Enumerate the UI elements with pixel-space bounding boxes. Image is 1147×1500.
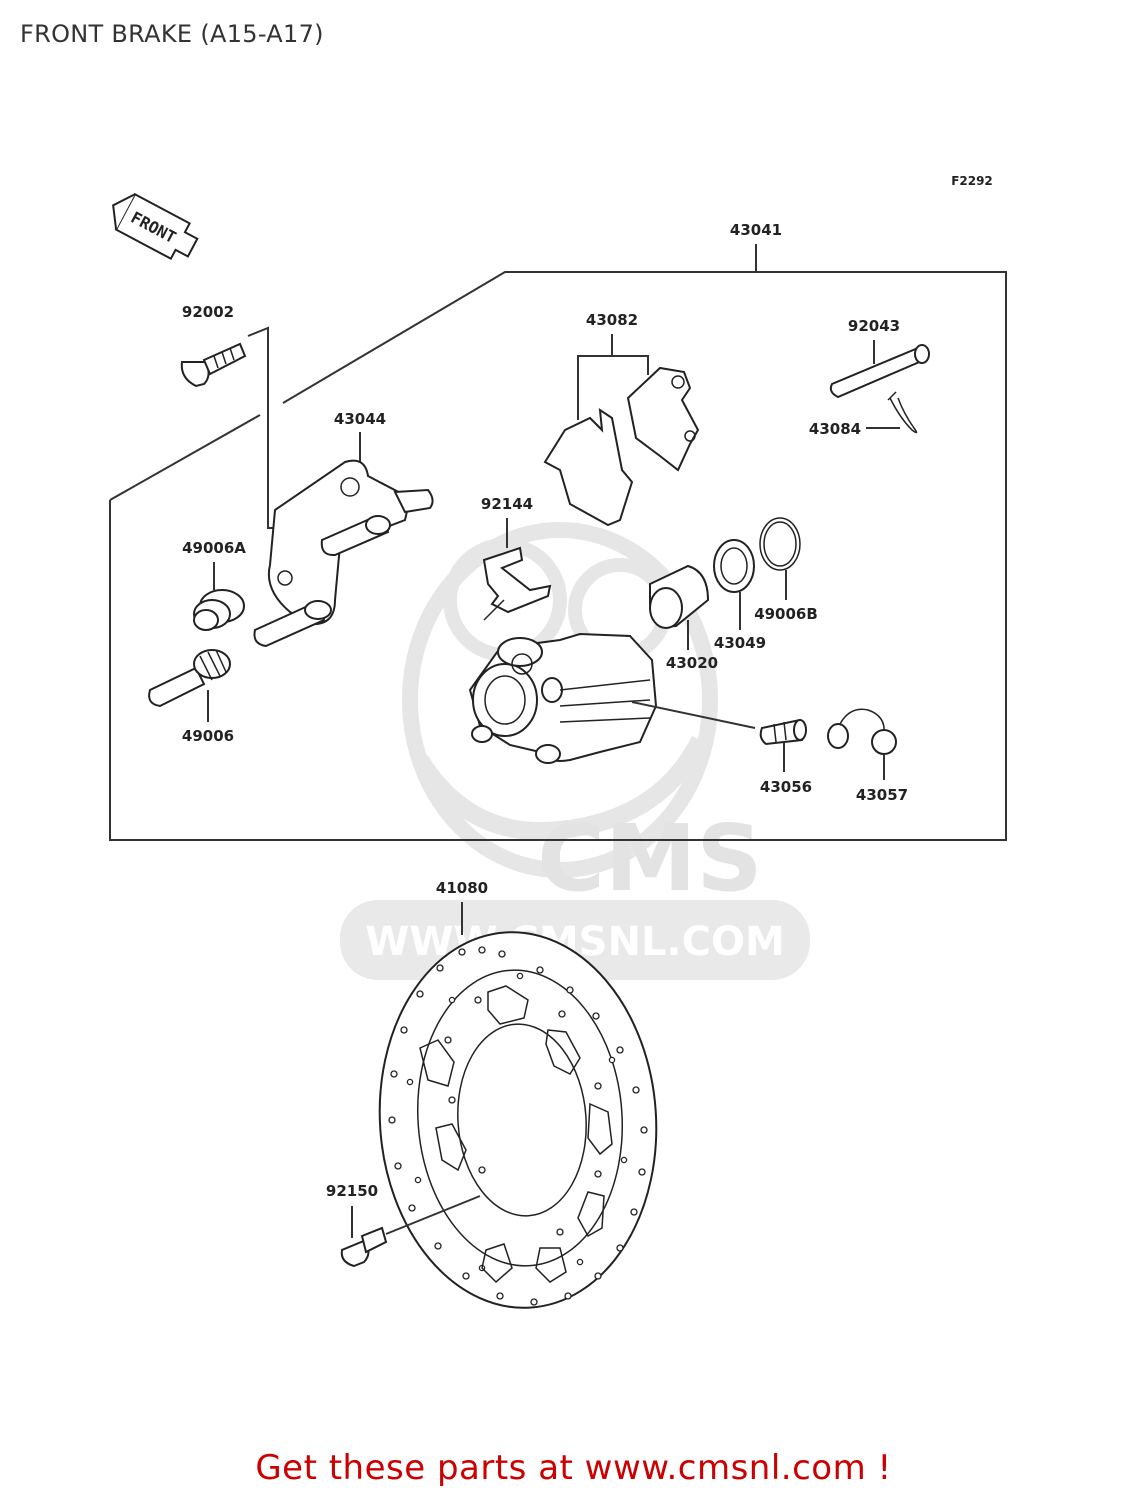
piston-icon xyxy=(649,564,710,629)
pin-icon xyxy=(829,344,930,399)
part-label-49006b: 49006B xyxy=(754,605,818,623)
bleeder-cap-icon xyxy=(827,708,897,755)
caliper-bracket-icon xyxy=(253,459,434,648)
boot-pin-icon xyxy=(148,649,231,708)
bolt-icon xyxy=(180,342,247,388)
promo-banner[interactable]: Get these parts at www.cmsnl.com ! xyxy=(255,1448,892,1488)
brake-pad-icon xyxy=(543,366,700,527)
part-label-43084: 43084 xyxy=(809,420,861,438)
part-label-43082: 43082 xyxy=(586,311,638,329)
dust-boot-icon xyxy=(193,589,245,631)
clip-icon xyxy=(887,391,918,434)
part-label-43020: 43020 xyxy=(666,654,718,672)
part-label-43057: 43057 xyxy=(856,786,908,804)
part-label-43056: 43056 xyxy=(760,778,812,796)
watermark-brand: CMS xyxy=(537,805,762,912)
parts-diagram: CMS WWW.CMSNL.COM F2292 FRONT 43041 9200… xyxy=(109,174,1007,1309)
part-label-92144: 92144 xyxy=(481,495,533,513)
part-label-49006a: 49006A xyxy=(182,539,246,557)
figure-code: F2292 xyxy=(951,174,993,188)
pad-spring-icon xyxy=(482,546,552,621)
piston-seal-icon xyxy=(759,517,801,571)
part-label-43044: 43044 xyxy=(334,410,386,428)
part-label-92043: 92043 xyxy=(848,317,900,335)
part-label-43049: 43049 xyxy=(714,634,766,652)
part-label-92150: 92150 xyxy=(326,1182,378,1200)
disc-bolt-icon xyxy=(340,1226,388,1268)
part-label-92002: 92002 xyxy=(182,303,234,321)
part-label-41080: 41080 xyxy=(436,879,488,897)
cms-watermark: CMS WWW.CMSNL.COM xyxy=(340,522,810,980)
caliper-body-icon xyxy=(468,632,658,764)
front-arrow-icon: FRONT xyxy=(112,192,199,261)
bleeder-valve-icon xyxy=(759,718,807,746)
dust-seal-icon xyxy=(713,539,755,593)
part-label-49006: 49006 xyxy=(182,727,234,745)
page-title: FRONT BRAKE (A15-A17) xyxy=(20,20,324,48)
part-label-43041: 43041 xyxy=(730,221,782,239)
brake-disc-icon xyxy=(378,931,658,1309)
